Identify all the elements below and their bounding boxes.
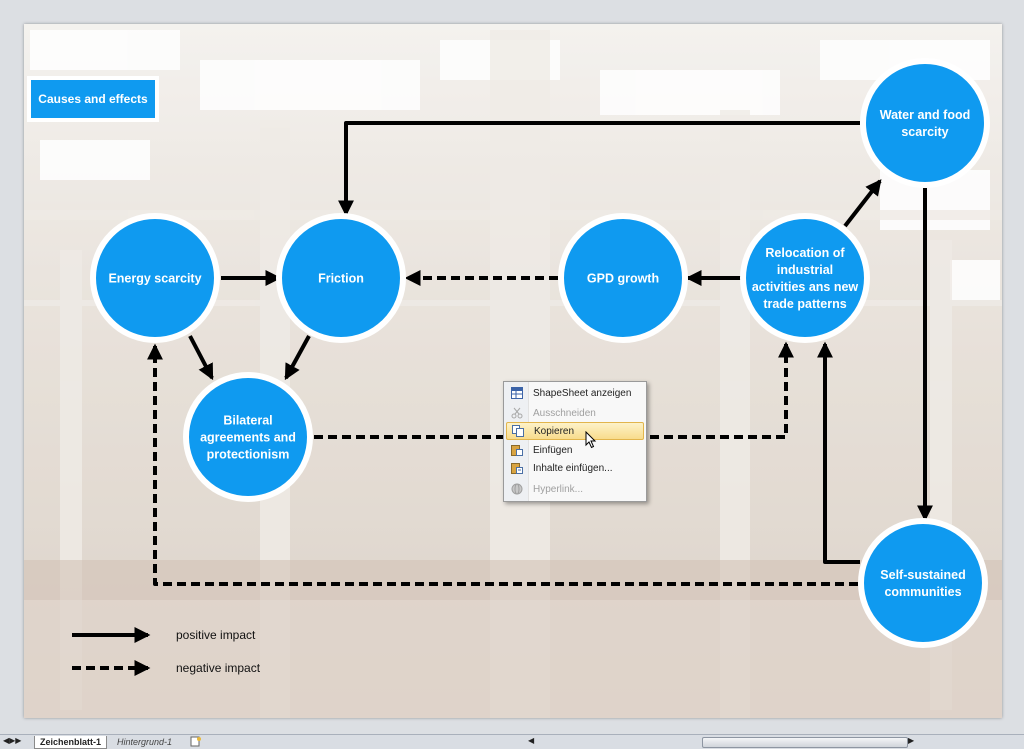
insert-page-icon[interactable]: [190, 736, 202, 749]
status-bar: ◀▶▶ Zeichenblatt-1 Hintergrund-1 ◀ ▶: [0, 734, 1024, 749]
node-bilateral[interactable]: Bilateral agreements and protectionism: [183, 372, 313, 502]
scissors-icon: [506, 407, 528, 419]
node-circle: [860, 58, 990, 188]
node-circle: [858, 518, 988, 648]
edge-water-to-friction[interactable]: [338, 121, 860, 217]
legend: positive impact negative impact: [72, 627, 261, 676]
node-circle: [558, 213, 688, 343]
node-label: GPD growth: [587, 272, 659, 286]
menu-item-shapesheet[interactable]: ShapeSheet anzeigen: [506, 384, 644, 402]
edge-self-to-reloc[interactable]: [817, 341, 860, 564]
menu-item-paste-special[interactable]: Inhalte einfügen...: [506, 459, 644, 477]
node-label: Water and food: [880, 108, 971, 122]
node-label: Friction: [318, 272, 364, 286]
horizontal-scrollbar-thumb[interactable]: [702, 737, 908, 748]
tab-zeichenblatt-1[interactable]: Zeichenblatt-1: [34, 736, 108, 749]
node-gpd[interactable]: GPD growth: [558, 213, 688, 343]
edge-self-to-energy[interactable]: [147, 343, 858, 586]
node-circle: [276, 213, 406, 343]
menu-item-label: Hyperlink...: [533, 483, 584, 495]
drawing-page: [24, 24, 1002, 718]
menu-item-hyperlink[interactable]: Hyperlink...: [506, 480, 644, 498]
node-circle: [740, 213, 870, 343]
node-label: protectionism: [207, 448, 290, 462]
node-label: activities ans new: [752, 280, 859, 294]
scroll-right-icon[interactable]: ▶: [908, 736, 915, 745]
node-friction[interactable]: Friction: [276, 213, 406, 343]
tab-nav-arrows-icon[interactable]: ◀▶▶: [3, 736, 22, 745]
node-reloc[interactable]: Relocation of industrial activities ans ne…: [740, 213, 870, 343]
edge-bilateral-to-reloc[interactable]: [314, 341, 794, 439]
hyperlink-icon: [506, 483, 528, 495]
context-menu: ShapeSheet anzeigen Ausschneiden Kopiere…: [503, 381, 647, 502]
paste-special-icon: [506, 462, 528, 474]
menu-item-label: Inhalte einfügen...: [533, 462, 613, 474]
node-label: Relocation of: [765, 246, 845, 260]
legend-positive-label: positive impact: [176, 628, 256, 642]
tab-hintergrund-1[interactable]: Hintergrund-1: [117, 737, 173, 747]
menu-item-label: Kopieren: [534, 425, 575, 437]
node-label: communities: [884, 585, 961, 599]
shapesheet-icon: [506, 387, 528, 399]
node-circle: [90, 213, 220, 343]
node-label: Self-sustained: [880, 568, 965, 582]
title-box[interactable]: Causes and effects: [27, 76, 159, 122]
node-water[interactable]: Water and food scarcity: [860, 58, 990, 188]
node-label: industrial: [777, 263, 833, 277]
paste-icon: [506, 444, 528, 456]
edge-energy-to-bilateral[interactable]: [188, 335, 214, 381]
menu-item-label: ShapeSheet anzeigen: [533, 387, 632, 399]
node-self[interactable]: Self-sustained communities: [858, 518, 988, 648]
node-label: trade patterns: [763, 297, 846, 311]
node-energy[interactable]: Energy scarcity: [90, 213, 220, 343]
diagram-title: Causes and effects: [38, 92, 148, 106]
context-menu-icon-strip: [504, 382, 529, 501]
menu-item-copy[interactable]: Kopieren: [506, 422, 644, 440]
node-label: scarcity: [901, 125, 948, 139]
node-label: agreements and: [200, 431, 296, 445]
node-label: Bilateral: [223, 414, 272, 428]
scroll-left-icon[interactable]: ◀: [528, 736, 535, 745]
menu-item-paste[interactable]: Einfügen: [506, 441, 644, 459]
menu-item-label: Einfügen: [533, 444, 573, 456]
drawing-background: [24, 24, 1002, 718]
edge-friction-to-bilateral[interactable]: [284, 335, 311, 381]
legend-negative-label: negative impact: [176, 661, 261, 675]
mouse-cursor-icon: [585, 431, 597, 449]
menu-item-cut[interactable]: Ausschneiden: [506, 404, 644, 422]
node-label: Energy scarcity: [108, 272, 201, 286]
copy-icon: [507, 425, 529, 437]
edge-reloc-to-water[interactable]: [843, 179, 882, 228]
menu-item-label: Ausschneiden: [533, 407, 596, 419]
node-circle: [183, 372, 313, 502]
